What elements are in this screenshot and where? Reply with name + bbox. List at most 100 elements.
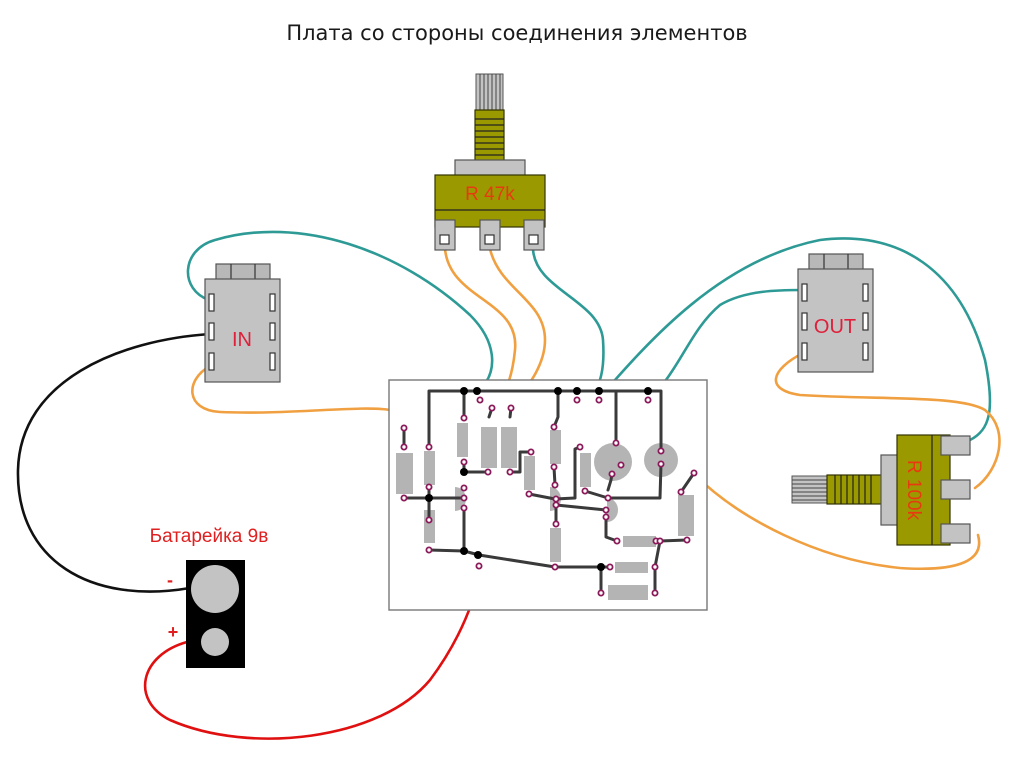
solder-pad (604, 494, 612, 502)
capacitor-c2 (644, 443, 678, 477)
solder-pad (651, 563, 659, 571)
resistor-r6 (501, 427, 517, 468)
pot-body (434, 174, 546, 228)
capacitor-c1 (594, 443, 632, 481)
wires (16, 230, 1001, 740)
resistor-r8 (550, 430, 561, 464)
solder-pad (602, 513, 610, 521)
solder-pad (460, 494, 468, 502)
shaft-thread (826, 474, 883, 505)
solder-pad (613, 537, 621, 545)
battery-label: Батарейка 9в (150, 526, 269, 547)
solder-pad (656, 537, 664, 545)
board-junctions (425, 387, 652, 571)
solder-pad (550, 423, 558, 431)
solder-pad (484, 468, 492, 476)
trace-top-bus (427, 389, 663, 453)
resistor-r12 (623, 536, 656, 547)
resistor-r1 (396, 453, 413, 494)
solder-pad (527, 448, 535, 456)
potentiometer-r47k: R 47k (434, 73, 546, 251)
solder-pad (602, 506, 610, 514)
solder-pad (460, 458, 468, 466)
potentiometer-r100k: R 100k (791, 434, 971, 546)
battery-9v: Батарейка 9в - + (150, 526, 269, 668)
battery-terminal-minus[interactable] (191, 565, 239, 613)
solder-pad (683, 536, 691, 544)
pot-label-r47k: R 47k (465, 184, 515, 205)
pot-label-r100k: R 100k (903, 460, 924, 521)
solder-pad (507, 404, 515, 412)
solder-pad (425, 546, 433, 554)
jack-out-body (797, 268, 874, 373)
solder-pad (460, 504, 468, 512)
pot-pin-3[interactable] (940, 523, 971, 544)
wire-teal-board-to-out (648, 288, 805, 400)
pcb-board (388, 379, 708, 611)
shaft-thread (474, 109, 505, 163)
jack-out-label: OUT (814, 316, 856, 338)
solder-pad (460, 484, 468, 492)
battery-plus-sign: + (168, 622, 179, 642)
solder-pad (552, 520, 560, 528)
battery-minus-sign: - (167, 570, 173, 590)
solder-pad (425, 483, 433, 491)
diagram-title: Плата со стороны соединения элементов (286, 21, 747, 45)
solder-pad (657, 447, 665, 455)
solder-pad (608, 470, 616, 478)
solder-pad (612, 439, 620, 447)
solder-pad (677, 488, 685, 496)
wire-teal-in-to-board (186, 230, 494, 393)
solder-pad (651, 589, 659, 597)
solder-pad (690, 469, 698, 477)
solder-pad (400, 424, 408, 432)
solder-pad (400, 443, 408, 451)
solder-pad (573, 396, 581, 404)
wire-orange-out-to-pot100 (774, 351, 1001, 490)
wire-black-in-to-battery-minus (16, 332, 212, 593)
board-components (396, 423, 694, 600)
solder-pad (595, 396, 603, 404)
solder-pad (475, 562, 483, 570)
solder-pad (400, 494, 408, 502)
solder-pad (552, 495, 560, 503)
solder-pad (425, 443, 433, 451)
resistor-r3 (424, 510, 435, 543)
solder-pad (657, 460, 665, 468)
solder-pad (476, 396, 484, 404)
solder-pad (506, 468, 514, 476)
jack-in: IN (204, 263, 281, 383)
solder-pad (606, 563, 614, 571)
resistor-r10 (580, 453, 591, 487)
solder-pad (617, 461, 625, 469)
pot-bushing (880, 454, 899, 526)
jack-in-label: IN (232, 329, 252, 351)
resistor-r11 (678, 495, 694, 536)
wire-red-battery-plus-to-board (143, 564, 484, 740)
resistor-r2 (424, 451, 435, 485)
solder-pad (488, 404, 496, 412)
solder-pad (581, 487, 589, 495)
resistor-r14 (608, 585, 648, 600)
solder-pad (576, 443, 584, 451)
pot-bushing (454, 159, 526, 177)
transistor-t3 (607, 498, 618, 522)
pot-pin-2[interactable] (940, 479, 971, 500)
solder-pad (551, 481, 559, 489)
solder-pad (550, 463, 558, 471)
wire-teal-pot47-right (531, 247, 605, 397)
board-pads (400, 396, 698, 597)
wire-teal-board-to-pot100 (598, 237, 992, 442)
solder-pad (552, 501, 560, 509)
solder-pad (551, 563, 559, 571)
pot-pin-1[interactable] (940, 435, 971, 456)
resistor-r5 (481, 427, 497, 468)
jack-in-body (204, 278, 281, 383)
resistor-r13 (615, 562, 648, 573)
battery-terminal-plus[interactable] (201, 628, 229, 656)
solder-pad (425, 516, 433, 524)
solder-pad (525, 490, 533, 498)
solder-pad (644, 396, 652, 404)
solder-pad (597, 589, 605, 597)
